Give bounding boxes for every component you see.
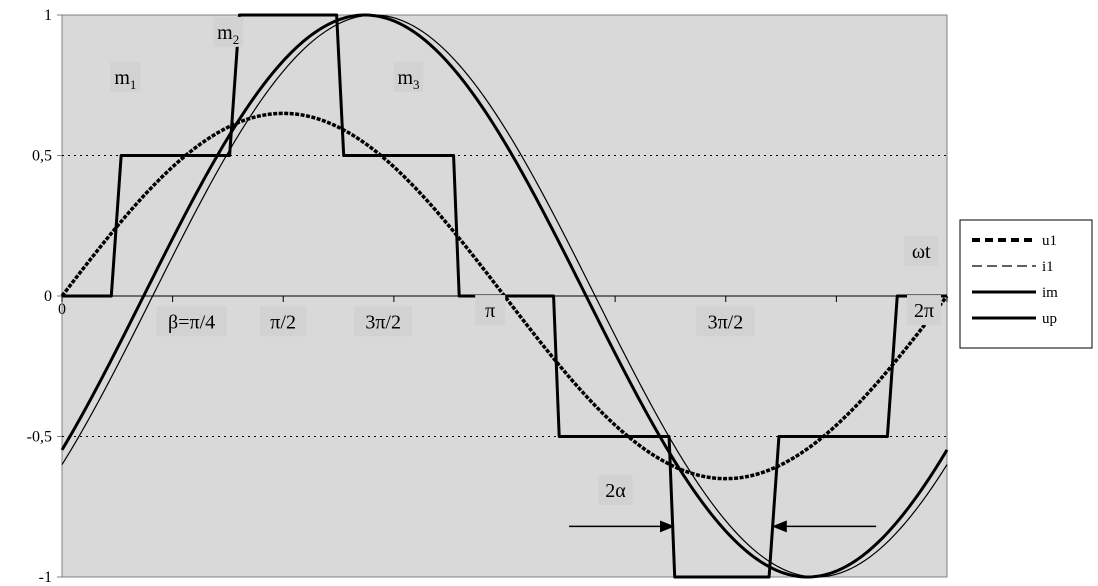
annotation-label: ωt (912, 241, 931, 263)
y-tick-label: 1 (44, 7, 52, 24)
legend-label-i1: i1 (1042, 259, 1054, 275)
annotation-box (213, 16, 244, 47)
series-im (62, 13, 947, 579)
annotation-label: 2π (914, 300, 934, 322)
annotation-label: β=π/4 (168, 311, 215, 333)
annotation-box (156, 306, 227, 337)
annotation-label: π (485, 300, 495, 322)
annotation-label: 2α (605, 480, 626, 502)
series-up (60, 13, 949, 579)
annotation-label: π/2 (270, 311, 296, 333)
annotation-box (904, 236, 939, 267)
legend-label-u1: u1 (1042, 233, 1057, 249)
annotation-box (598, 474, 633, 505)
annotation-subscript: 1 (130, 77, 137, 92)
y-tick-label: -0,5 (27, 429, 52, 446)
legend-label-im: im (1042, 285, 1058, 301)
annotation-box (110, 61, 141, 92)
annotation-label: 3π/2 (708, 311, 744, 333)
y-tick-label: 0 (44, 288, 52, 305)
annotation-box (475, 295, 506, 326)
annotation-label: 3π/2 (365, 311, 401, 333)
annotation-box (907, 295, 942, 326)
legend: u1 i1 im up (959, 219, 1093, 349)
series-layer (60, 13, 949, 579)
annotation-box (393, 61, 424, 92)
annotation-box (354, 306, 413, 337)
annotation-box (696, 306, 755, 337)
x-origin-label: 0 (58, 301, 66, 318)
y-tick-label: 0,5 (32, 148, 52, 165)
annotation-box (260, 306, 307, 337)
y-tick-label: -1 (39, 569, 52, 586)
series-i1 (61, 14, 948, 578)
annotation-subscript: 2 (233, 32, 240, 47)
annotation-subscript: 3 (413, 77, 420, 92)
legend-label-up: up (1042, 311, 1057, 327)
